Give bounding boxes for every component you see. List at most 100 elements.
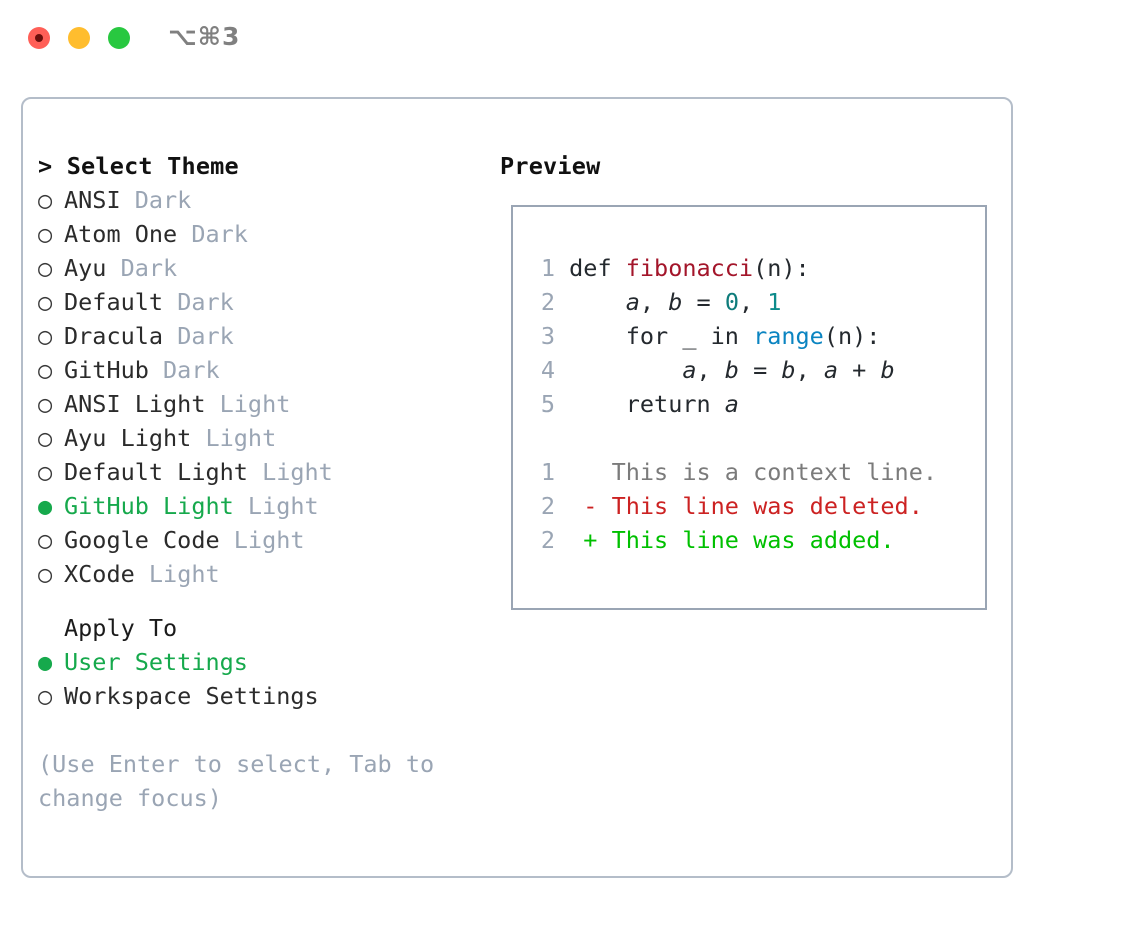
theme-item-label: Ayu: [64, 254, 107, 282]
theme-item-tag: Light: [205, 390, 291, 418]
code-token: =: [682, 288, 725, 316]
theme-item[interactable]: ○ GitHub Dark: [38, 353, 468, 387]
theme-item[interactable]: ○Default Light Light: [38, 455, 468, 489]
theme-item-tag: Light: [191, 424, 277, 452]
traffic-lights: [28, 27, 130, 49]
theme-item-tag: Light: [219, 526, 305, 554]
radio-unselected-icon[interactable]: ○: [38, 424, 53, 452]
theme-item[interactable]: ○Default Dark: [38, 285, 468, 319]
code-token: range: [753, 322, 824, 350]
code-diff-spacer: [533, 421, 937, 455]
code-line: 5 return a: [533, 387, 937, 421]
diff-line-content: This line was deleted.: [611, 492, 923, 520]
code-line: 1 def fibonacci(n):: [533, 251, 937, 285]
radio-unselected-icon[interactable]: ○: [38, 254, 53, 282]
diff-marker: -: [555, 492, 612, 520]
theme-item-label: Default: [64, 288, 164, 316]
theme-item-label: ANSI: [64, 186, 121, 214]
preview-box: 1 def fibonacci(n): 2 a, b = 0, 1 3 for _ …: [511, 205, 987, 610]
apply-to-item-label: User Settings: [64, 648, 248, 676]
code-token: ,: [738, 288, 768, 316]
apply-to-items-container: ● User Settings ○ Workspace Settings: [38, 645, 468, 713]
theme-item[interactable]: ○ ANSI Light Light: [38, 387, 468, 421]
theme-item-label: Google Code: [64, 526, 220, 554]
code-token: ,: [795, 356, 824, 384]
apply-to-item[interactable]: ○ Workspace Settings: [38, 679, 468, 713]
diff-line-content: This is a context line.: [611, 458, 938, 486]
theme-item[interactable]: ○ XCode Light: [38, 557, 468, 591]
apply-to-item-label: Workspace Settings: [64, 682, 319, 710]
theme-item[interactable]: ○Dracula Dark: [38, 319, 468, 353]
code-token: b: [781, 356, 796, 384]
radio-unselected-icon[interactable]: ○: [38, 356, 53, 384]
theme-item-tag: Dark: [120, 186, 192, 214]
theme-item-tag: Dark: [163, 322, 234, 350]
code-token: return: [569, 390, 725, 418]
theme-item-tag: Light: [247, 458, 333, 486]
diff-line: 1 This is a context line.: [533, 455, 937, 489]
theme-selector-list: > Select Theme ○ANSI Dark○Atom One Dark○…: [38, 149, 468, 591]
code-line-content: [555, 390, 569, 418]
theme-item[interactable]: ○ Ayu Light Light: [38, 421, 468, 455]
minimize-button[interactable]: [68, 27, 90, 49]
radio-unselected-icon[interactable]: ○: [38, 526, 53, 554]
code-token: (n):: [823, 322, 881, 350]
radio-unselected-icon[interactable]: ○: [38, 560, 53, 588]
radio-unselected-icon[interactable]: ○: [38, 322, 53, 350]
radio-unselected-icon[interactable]: ○: [38, 682, 53, 710]
code-line: 4 a, b = b, a + b: [533, 353, 937, 387]
code-token: a: [625, 288, 640, 316]
theme-item-tag: Light: [134, 560, 220, 588]
theme-item-label: GitHub: [64, 356, 149, 384]
radio-unselected-icon[interactable]: ○: [38, 288, 53, 316]
theme-item-tag: Light: [233, 492, 319, 520]
code-line-number: 2: [540, 288, 555, 316]
radio-unselected-icon[interactable]: ○: [38, 220, 53, 248]
theme-item[interactable]: ○ Ayu Dark: [38, 251, 468, 285]
code-token: a: [724, 390, 739, 418]
code-line: 3 for _ in range(n):: [533, 319, 937, 353]
theme-items-container: ○ANSI Dark○Atom One Dark○Ayu Dark○Defaul…: [38, 183, 468, 591]
theme-item[interactable]: ○ Google Code Light: [38, 523, 468, 557]
zoom-button[interactable]: [108, 27, 130, 49]
code-token: b: [668, 288, 683, 316]
diff-marker: [555, 458, 612, 486]
code-token: def: [569, 254, 626, 282]
keyboard-hint-text: (Use Enter to select, Tab to change focu…: [38, 750, 435, 812]
diff-line-number: 1: [540, 458, 555, 486]
theme-item[interactable]: ● GitHub Light Light: [38, 489, 468, 523]
diff-line-number: 2: [540, 492, 555, 520]
theme-item-label: Atom One: [64, 220, 178, 248]
radio-selected-icon[interactable]: ●: [38, 648, 53, 676]
code-token: [569, 288, 626, 316]
code-token: 0: [724, 288, 739, 316]
code-line-content: [555, 322, 569, 350]
theme-item-label: XCode: [64, 560, 135, 588]
radio-unselected-icon[interactable]: ○: [38, 186, 53, 214]
code-line-number: 3: [540, 322, 555, 350]
close-button[interactable]: [28, 27, 50, 49]
code-token: b: [880, 356, 895, 384]
code-line-content: [555, 356, 569, 384]
radio-unselected-icon[interactable]: ○: [38, 390, 53, 418]
theme-item[interactable]: ○ ANSI Dark: [38, 183, 468, 217]
apply-to-section: Apply To ●User Settings○Workspace Settin…: [38, 611, 468, 713]
theme-item-tag: Dark: [106, 254, 178, 282]
apply-to-item[interactable]: ● User Settings: [38, 645, 468, 679]
theme-item-label: Ayu Light: [64, 424, 192, 452]
radio-unselected-icon[interactable]: ○: [38, 458, 53, 486]
theme-item-label: ANSI Light: [64, 390, 206, 418]
code-token: for _ in: [569, 322, 754, 350]
theme-item-label: GitHub Light: [64, 492, 234, 520]
theme-item[interactable]: ○Atom One Dark: [38, 217, 468, 251]
code-token: =: [738, 356, 782, 384]
code-token: a: [823, 356, 839, 384]
code-token: 1: [767, 288, 782, 316]
preview-title: Preview: [500, 152, 601, 180]
theme-item-tag: Dark: [148, 356, 220, 384]
titlebar: ⌥⌘3: [0, 0, 1140, 76]
radio-selected-icon[interactable]: ●: [38, 492, 53, 520]
diff-line-number: 2: [540, 526, 555, 554]
code-line-number: 4: [540, 356, 555, 384]
